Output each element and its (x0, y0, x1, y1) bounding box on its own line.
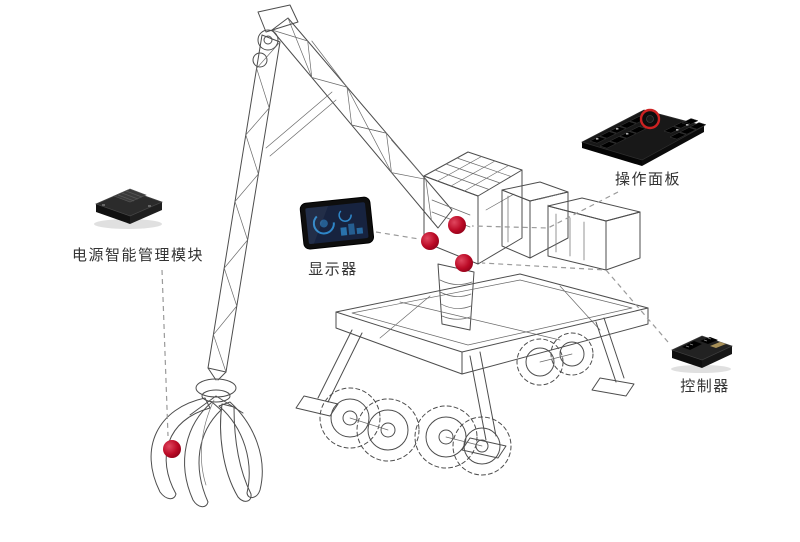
operator-cab (501, 181, 569, 259)
label-controller: 控制器 (680, 377, 730, 395)
machinery-house (423, 151, 523, 265)
connector-line-power (161, 269, 169, 437)
label-display: 显示器 (308, 260, 358, 278)
label-power-module: 电源智能管理模块 (71, 246, 204, 264)
connector-line-display (375, 231, 420, 240)
boom-arm (252, 4, 453, 229)
label-control-panel: 操作面板 (614, 170, 681, 188)
cab-top-hotspot[interactable] (448, 216, 466, 234)
operation-panel-image (581, 108, 706, 166)
connector-line-controller (481, 262, 669, 343)
outrigger-legs (295, 317, 635, 459)
rear-body (547, 197, 641, 271)
grapple-hotspot[interactable] (163, 440, 181, 458)
controller-image (671, 335, 733, 373)
platform-deck (335, 273, 649, 375)
connector-line-panel (471, 191, 619, 229)
cab-lower-hotspot[interactable] (455, 254, 473, 272)
cab-left-hotspot[interactable] (421, 232, 439, 250)
power-module-image (94, 188, 163, 229)
grapple-claw (150, 367, 263, 508)
display-monitor-image (299, 196, 375, 250)
wheel-bogies (319, 332, 594, 476)
